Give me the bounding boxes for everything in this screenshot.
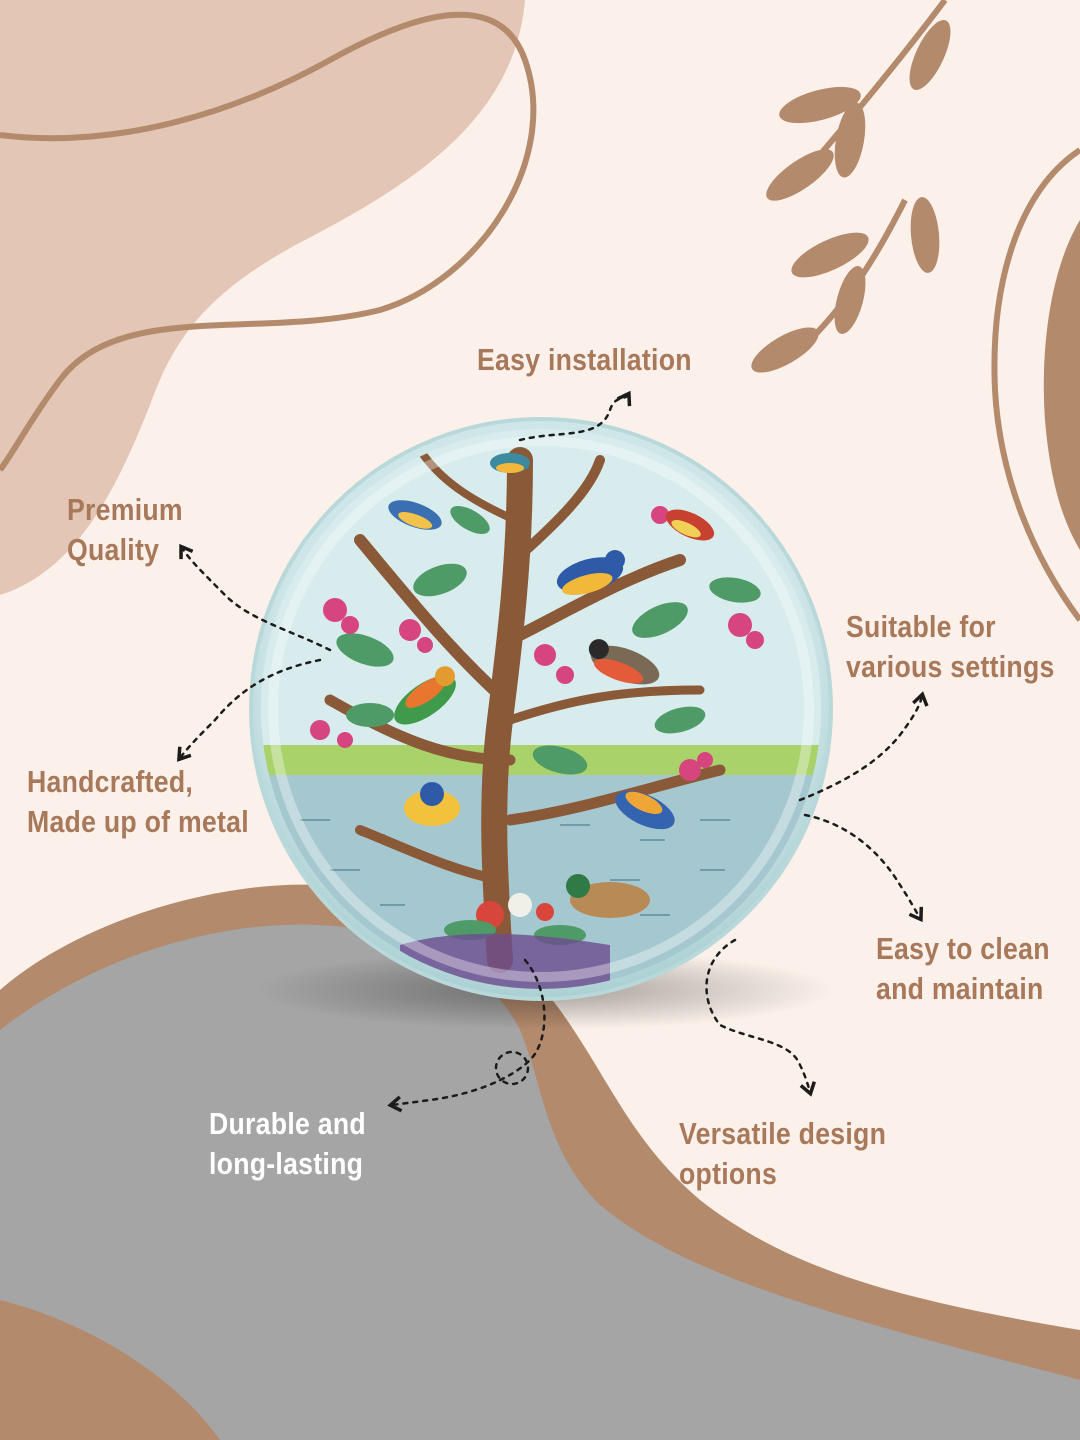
feature-line: Durable and bbox=[209, 1106, 366, 1141]
feature-easy-clean: Easy to clean and maintain bbox=[876, 929, 1050, 1009]
feature-line: Easy to clean bbox=[876, 931, 1050, 966]
feature-line: Versatile design bbox=[679, 1116, 887, 1151]
bottom-left-corner-blob bbox=[0, 1300, 220, 1440]
right-arc-line bbox=[991, 147, 1080, 622]
leaf-sprig-icon bbox=[751, 0, 951, 373]
feature-premium-quality: Premium Quality bbox=[67, 490, 183, 570]
feature-line: Made up of metal bbox=[27, 804, 249, 839]
feature-suitable-settings: Suitable for various settings bbox=[846, 607, 1055, 687]
bottom-gray-blob bbox=[0, 924, 1080, 1440]
right-arc-fill bbox=[1043, 220, 1080, 550]
feature-handcrafted-metal: Handcrafted, Made up of metal bbox=[27, 762, 249, 842]
feature-line: Quality bbox=[67, 532, 160, 567]
feature-line: Easy installation bbox=[477, 342, 692, 377]
feature-line: Premium bbox=[67, 492, 183, 527]
tray-plate bbox=[249, 417, 833, 1001]
feature-versatile-design: Versatile design options bbox=[679, 1114, 886, 1194]
feature-line: Suitable for bbox=[846, 609, 996, 644]
feature-line: and maintain bbox=[876, 971, 1044, 1006]
top-left-line-art bbox=[0, 11, 537, 472]
top-left-blob bbox=[0, 0, 525, 595]
feature-durable: Durable and long-lasting bbox=[209, 1104, 366, 1184]
feature-line: Handcrafted, bbox=[27, 764, 194, 799]
feature-line: various settings bbox=[846, 649, 1055, 684]
bird-illustrations bbox=[388, 453, 715, 918]
dashed-arrow-icon bbox=[177, 390, 929, 1113]
feature-line: long-lasting bbox=[209, 1146, 364, 1181]
feature-easy-installation: Easy installation bbox=[477, 340, 692, 380]
feature-line: options bbox=[679, 1156, 778, 1191]
